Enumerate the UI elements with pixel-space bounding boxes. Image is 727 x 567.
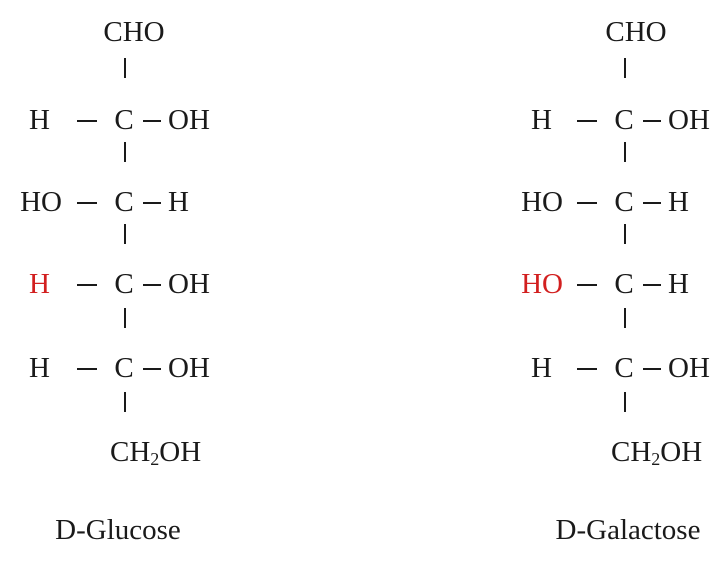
galactose-c3-carbon: C bbox=[614, 186, 634, 218]
galactose-bond-v5 bbox=[624, 392, 626, 412]
glucose-bond-v1 bbox=[124, 58, 126, 78]
glucose-bond-v5 bbox=[124, 392, 126, 412]
glucose-hydroxymethyl-main: CH bbox=[110, 436, 151, 468]
glucose-c4-left-highlighted: H bbox=[29, 268, 50, 300]
galactose-c3-bond-right bbox=[643, 202, 661, 204]
galactose-hydroxymethyl-group: CH2OH bbox=[611, 436, 703, 469]
glucose-c3-bond-right bbox=[143, 202, 161, 204]
galactose-bond-v4 bbox=[624, 308, 626, 328]
glucose-hydroxymethyl-tail: OH bbox=[159, 436, 202, 468]
galactose-c3-right: H bbox=[668, 186, 689, 218]
glucose-c2-left: H bbox=[29, 104, 50, 136]
galactose-c5-bond-right bbox=[643, 368, 661, 370]
galactose-c4-left-highlighted: HO bbox=[521, 268, 563, 300]
glucose-c2-bond-left bbox=[77, 120, 97, 122]
galactose-c5-carbon: C bbox=[614, 352, 634, 384]
galactose-c2-carbon: C bbox=[614, 104, 634, 136]
glucose-c5-right: OH bbox=[168, 352, 210, 384]
glucose-bond-v2 bbox=[124, 142, 126, 162]
galactose-c3-left: HO bbox=[521, 186, 563, 218]
galactose-c3-bond-left bbox=[577, 202, 597, 204]
galactose-bond-v3 bbox=[624, 224, 626, 244]
glucose-bond-v3 bbox=[124, 224, 126, 244]
glucose-c5-bond-left bbox=[77, 368, 97, 370]
glucose-c2-carbon: C bbox=[114, 104, 134, 136]
glucose-c3-right: H bbox=[168, 186, 189, 218]
glucose-c5-carbon: C bbox=[114, 352, 134, 384]
glucose-c4-carbon: C bbox=[114, 268, 134, 300]
glucose-aldehyde-group: CHO bbox=[103, 16, 165, 48]
galactose-name-label: D-Galactose bbox=[555, 514, 701, 546]
glucose-c4-bond-right bbox=[143, 284, 161, 286]
glucose-c2-right: OH bbox=[168, 104, 210, 136]
galactose-hydroxymethyl-main: CH bbox=[611, 436, 652, 468]
glucose-c3-bond-left bbox=[77, 202, 97, 204]
glucose-c2-bond-right bbox=[143, 120, 161, 122]
galactose-bond-v2 bbox=[624, 142, 626, 162]
galactose-c4-right: H bbox=[668, 268, 689, 300]
glucose-c4-bond-left bbox=[77, 284, 97, 286]
glucose-c3-carbon: C bbox=[114, 186, 134, 218]
galactose-c2-right: OH bbox=[668, 104, 710, 136]
galactose-c2-bond-right bbox=[643, 120, 661, 122]
galactose-c5-right: OH bbox=[668, 352, 710, 384]
galactose-c4-bond-right bbox=[643, 284, 661, 286]
galactose-aldehyde-group: CHO bbox=[605, 16, 667, 48]
galactose-hydroxymethyl-tail: OH bbox=[660, 436, 703, 468]
glucose-c5-bond-right bbox=[143, 368, 161, 370]
galactose-c2-left: H bbox=[531, 104, 552, 136]
galactose-hydroxymethyl-subscript: 2 bbox=[651, 449, 661, 469]
galactose-c4-bond-left bbox=[577, 284, 597, 286]
glucose-hydroxymethyl-subscript: 2 bbox=[150, 449, 160, 469]
galactose-c5-bond-left bbox=[577, 368, 597, 370]
glucose-c3-left: HO bbox=[20, 186, 62, 218]
glucose-hydroxymethyl-group: CH2OH bbox=[110, 436, 202, 469]
galactose-c5-left: H bbox=[531, 352, 552, 384]
galactose-bond-v1 bbox=[624, 58, 626, 78]
galactose-c4-carbon: C bbox=[614, 268, 634, 300]
galactose-c2-bond-left bbox=[577, 120, 597, 122]
glucose-c5-left: H bbox=[29, 352, 50, 384]
glucose-c4-right: OH bbox=[168, 268, 210, 300]
glucose-bond-v4 bbox=[124, 308, 126, 328]
glucose-name-label: D-Glucose bbox=[55, 514, 181, 546]
